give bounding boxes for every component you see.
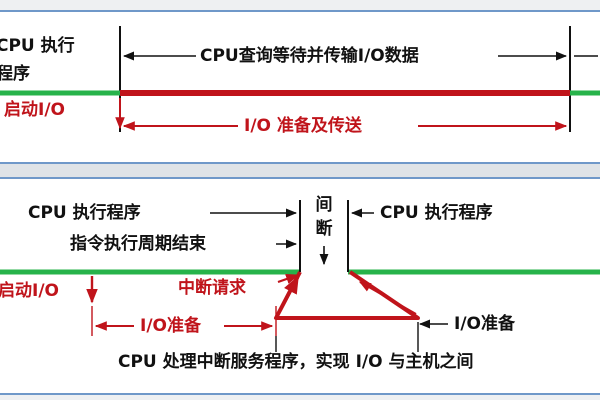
interval-label-char-1: 间 (315, 195, 333, 215)
top-cpu-query-label: CPU查询等待并传输I/O数据 (200, 46, 419, 66)
top-frame-rule (0, 10, 600, 12)
bottom-cpu-exec-left-label: CPU 执行程序 (28, 203, 141, 223)
interval-label-char-2: 断 (315, 219, 333, 239)
middle-frame-rule-top (0, 162, 600, 164)
io-prepare-right-label: I/O准备 (454, 314, 515, 334)
middle-frame-rule-bottom (0, 177, 600, 179)
interrupt-service-label: CPU 处理中断服务程序，实现 I/O 与主机之间 (118, 352, 474, 372)
top-start-io-label: 启动I/O (4, 100, 65, 120)
instruction-cycle-end-label: 指令执行周期结束 (70, 234, 206, 254)
io-prepare-left-label: I/O准备 (140, 316, 201, 336)
bottom-cpu-exec-right-label: CPU 执行程序 (380, 203, 493, 223)
top-cpu-exec-label: CPU 执行 (0, 36, 75, 56)
top-io-prepare-send-label: I/O 准备及传送 (244, 116, 362, 136)
interrupt-in-arrow (278, 275, 300, 312)
panel-divider (0, 162, 600, 178)
interrupt-request-label: 中断请求 (178, 278, 246, 298)
polling-panel (0, 12, 600, 162)
top-cpu-exec-label-line2: 程序 (0, 64, 30, 84)
bottom-frame-rule (0, 393, 600, 395)
bottom-start-io-label: 启动I/O (0, 281, 59, 301)
interrupt-return-arrow (358, 281, 417, 315)
